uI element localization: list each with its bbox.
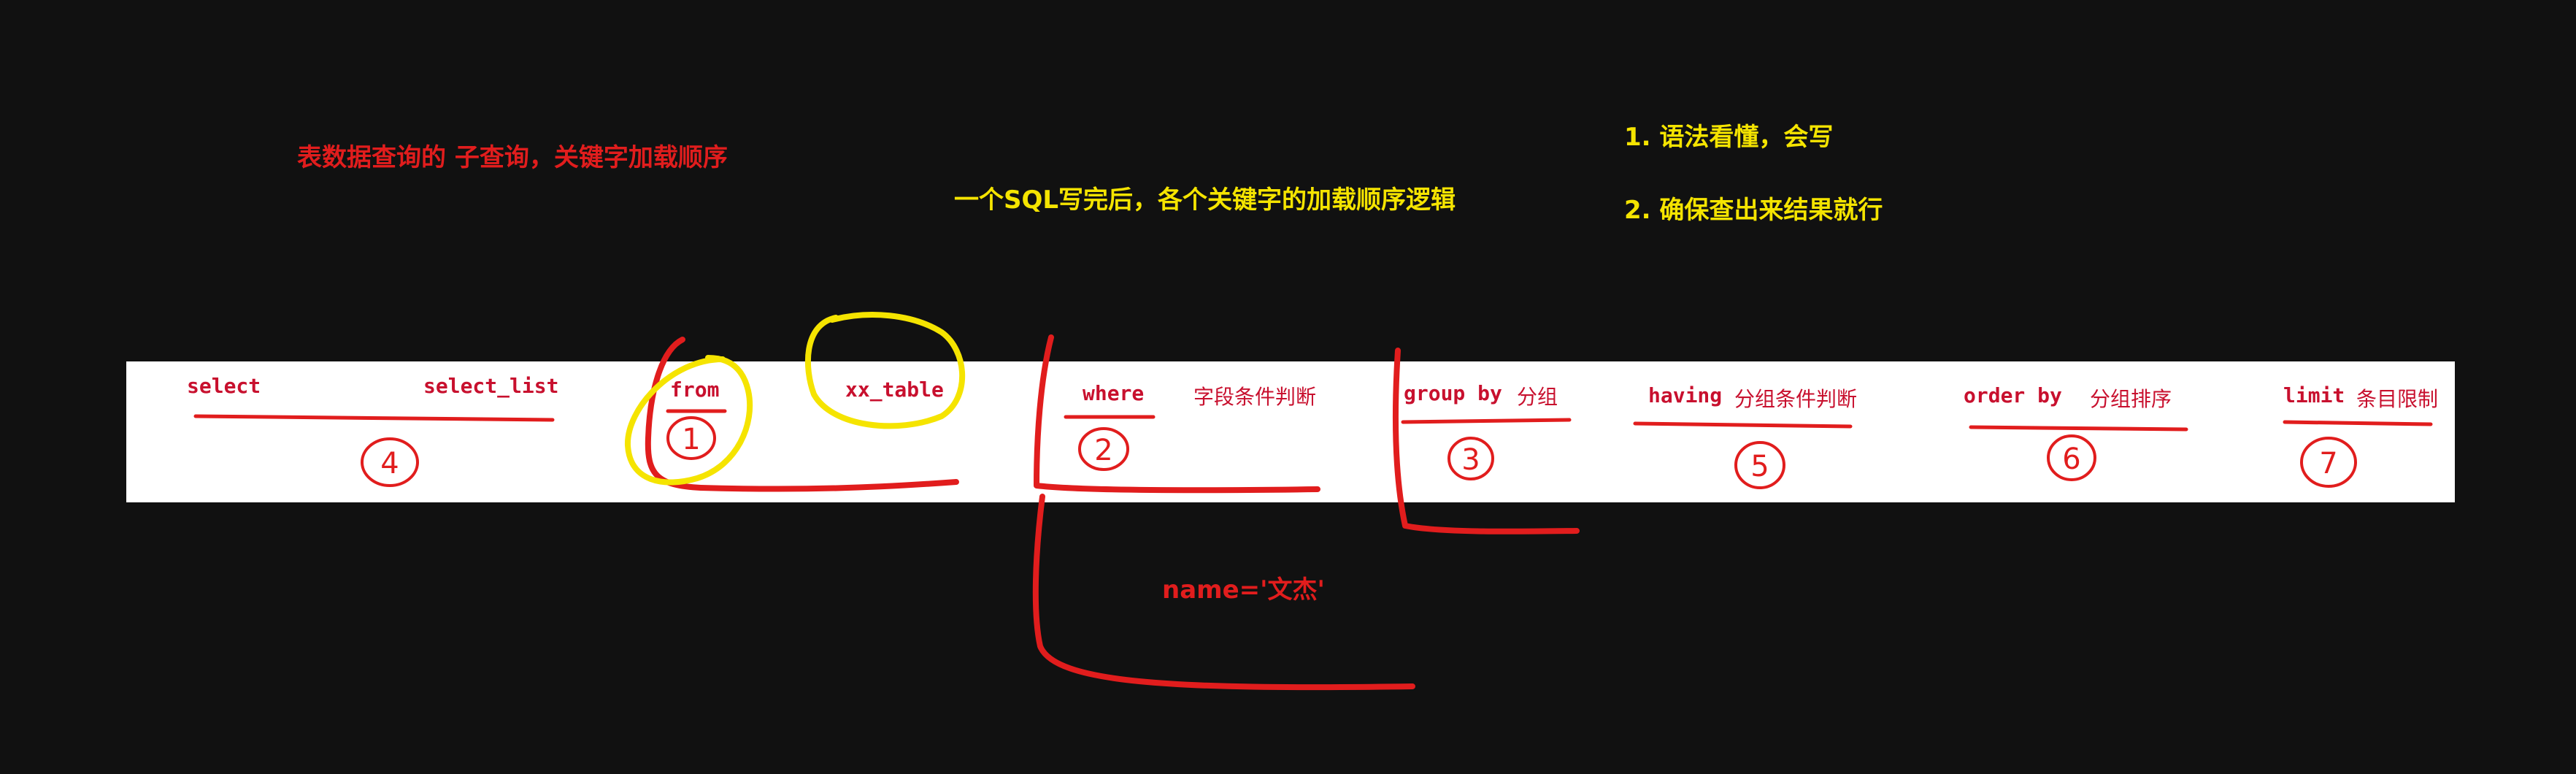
clause-order-by: order by — [1964, 383, 2062, 407]
clause-select-list: select_list — [423, 374, 559, 398]
clause-order-by-desc: 分组排序 — [2090, 387, 2172, 411]
clause-having: having — [1648, 383, 1723, 407]
clause-having-desc: 分组条件判断 — [1734, 387, 1858, 411]
note-point-1: 1. 语法看懂，会写 — [1624, 123, 1834, 152]
sql-clause-strip: select select_list from xx_table where 字… — [126, 361, 2455, 502]
clause-select: select — [187, 374, 261, 398]
clause-where: where — [1083, 381, 1145, 405]
clause-from: from — [670, 378, 720, 402]
clause-group-by: group by — [1404, 381, 1502, 405]
clause-group-by-desc: 分组 — [1517, 385, 1558, 409]
where-example-condition: name='文杰' — [1162, 575, 1325, 605]
clause-limit-desc: 条目限制 — [2356, 387, 2439, 411]
clause-xx-table: xx_table — [845, 378, 944, 402]
heading-subquery-order: 表数据查询的 子查询，关键字加载顺序 — [297, 143, 728, 172]
clause-limit: limit — [2283, 383, 2345, 407]
clause-where-desc: 字段条件判断 — [1193, 385, 1317, 409]
note-point-2: 2. 确保查出来结果就行 — [1624, 196, 1883, 225]
heading-keyword-load-order: 一个SQL写完后，各个关键字的加载顺序逻辑 — [954, 185, 1456, 215]
